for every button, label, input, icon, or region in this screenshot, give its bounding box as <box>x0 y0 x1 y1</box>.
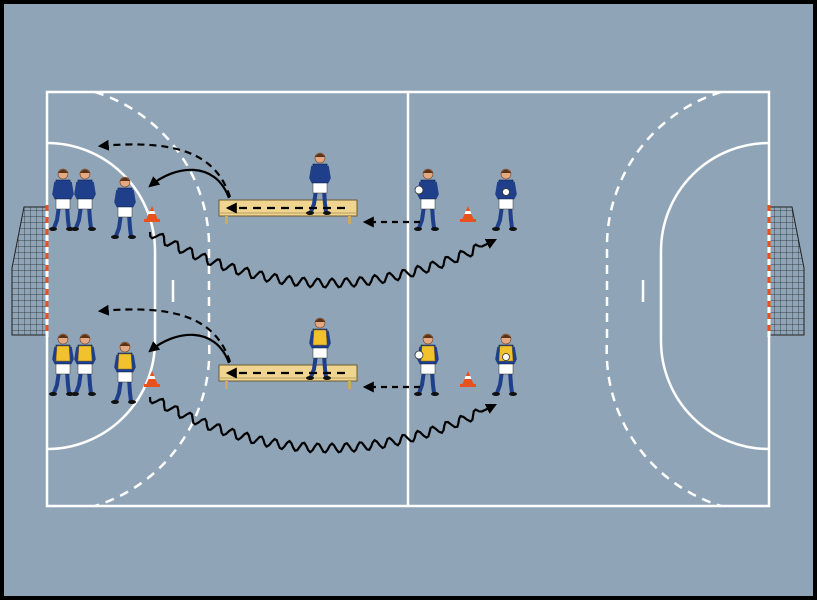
left-goal-area-line <box>46 141 157 451</box>
bib <box>312 329 328 346</box>
drill-group-bottom <box>47 304 519 454</box>
run-path-arrow <box>148 168 231 199</box>
player-with-ball <box>412 332 441 398</box>
dribble-path-arrow <box>148 396 497 454</box>
ball-icon <box>414 185 424 195</box>
ball-icon <box>414 350 424 360</box>
right-goal <box>767 205 805 337</box>
bib <box>55 345 71 362</box>
passing-player <box>490 167 519 233</box>
left-free-throw-line <box>94 90 211 508</box>
left-goal <box>11 205 49 337</box>
ball-icon <box>502 188 510 196</box>
player-with-ball <box>412 167 441 233</box>
passing-player <box>490 332 519 398</box>
right-free-throw-line <box>605 90 722 508</box>
pass-path-arrow <box>97 304 232 363</box>
dribble-path-arrow <box>148 231 497 289</box>
bib <box>77 345 93 362</box>
pass-path-arrow <box>97 139 232 198</box>
ball-icon <box>502 353 510 361</box>
bib <box>117 353 133 370</box>
drill-group-top <box>47 139 519 289</box>
right-goal-area-line <box>659 141 770 451</box>
run-path-arrow <box>148 333 231 364</box>
